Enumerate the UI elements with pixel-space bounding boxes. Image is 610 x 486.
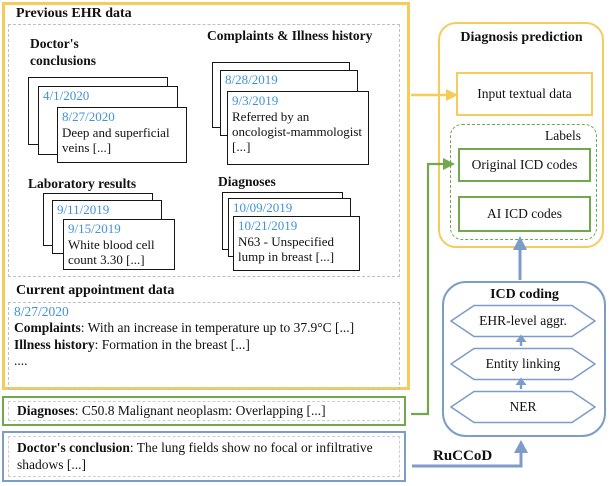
diagnosis-prediction-title: Diagnosis prediction: [460, 30, 583, 45]
diagnoses-label: Diagnoses: [17, 402, 75, 418]
current-appointment-dashed-box: [8, 302, 400, 390]
stack-diagnoses-heading: Diagnoses: [218, 174, 276, 189]
step-label: Entity linking: [485, 356, 561, 371]
card-text: N63 - Unspecified lump in breast [...]: [238, 233, 335, 265]
current-appointment-title: Current appointment data: [16, 283, 175, 298]
card-date: 8/28/2019: [225, 72, 278, 87]
previous-ehr-title: Previous EHR data: [16, 6, 132, 21]
input-textual-data-box: Input textual data: [456, 72, 593, 116]
original-icd-codes-box: Original ICD codes: [458, 148, 591, 182]
conclusion-label: Doctor's conclusion: [17, 439, 130, 455]
ai-icd-codes-box: AI ICD codes: [458, 196, 591, 232]
card-front: 10/21/2019 N63 - Unspecified lump in bre…: [233, 216, 360, 271]
illness-line: Illness history: Formation in the breast…: [14, 337, 396, 353]
card-text: White blood cell count 3.30 [...]: [68, 236, 155, 268]
complaints-text: : With an increase in temperature up to …: [80, 320, 355, 336]
illness-text: : Formation in the breast [...]: [94, 336, 250, 352]
step-label: NER: [509, 399, 537, 414]
card-date: 10/09/2019: [233, 200, 293, 215]
illness-label: Illness history: [14, 336, 95, 352]
previous-ehr-dashed-box: [8, 24, 400, 277]
ruccod-dataset-label: RuCCoD: [433, 448, 493, 464]
conclusion-text: : The lung fields show no focal or infil…: [17, 439, 373, 472]
labels-caption: Labels: [545, 128, 581, 143]
ellipsis-line: ....: [14, 353, 28, 369]
diagnoses-row-inner: Diagnoses: C50.8 Malignant neoplasm: Ove…: [8, 401, 400, 421]
doctors-conclusion-row-inner: Doctor's conclusion: The lung fields sho…: [8, 436, 400, 477]
step-ner: NER: [450, 390, 596, 424]
conclusion-line: Doctor's conclusion: The lung fields sho…: [17, 440, 391, 474]
card-date: 4/1/2020: [43, 88, 90, 103]
card-text: Deep and superficial veins [...]: [62, 124, 170, 156]
diagnoses-line: Diagnoses: C50.8 Malignant neoplasm: Ove…: [17, 403, 391, 420]
step-label: EHR-level aggr.: [479, 313, 567, 328]
diagnoses-row: Diagnoses: C50.8 Malignant neoplasm: Ove…: [2, 396, 406, 426]
card-date: 9/11/2019: [57, 202, 110, 217]
previous-ehr-container: [2, 2, 410, 390]
card-front: 8/27/2020 Deep and superficial veins [..…: [57, 107, 187, 163]
card-text: Referred by an oncologist-mammologist [.…: [232, 108, 362, 155]
stack-doctors-conclusions-heading: Doctor's conclusions: [30, 36, 97, 68]
doctors-conclusion-row: Doctor's conclusion: The lung fields sho…: [2, 431, 406, 482]
card-date: 9/15/2019: [68, 221, 121, 236]
current-appointment-content: 8/27/2020 Complaints: With an increase i…: [14, 304, 396, 370]
card-front: 9/3/2019 Referred by an oncologist-mammo…: [227, 91, 369, 165]
stack-laboratory-heading: Laboratory results: [28, 176, 137, 191]
hexagon-shape: [450, 390, 596, 424]
diagnoses-text: : C50.8 Malignant neoplasm: Overlapping …: [74, 402, 326, 418]
complaints-label: Complaints: [14, 320, 81, 336]
card-date: 9/3/2019: [232, 93, 279, 108]
hexagon-shape: [450, 304, 596, 338]
card-date: 8/27/2020: [62, 109, 115, 124]
card-front: 9/15/2019 White blood cell count 3.30 [.…: [63, 219, 175, 270]
icd-coding-title: ICD coding: [490, 287, 559, 302]
step-entity-linking: Entity linking: [450, 347, 596, 381]
hexagon-shape: [450, 347, 596, 381]
complaints-line: Complaints: With an increase in temperat…: [14, 320, 396, 336]
card-date: 10/21/2019: [238, 218, 298, 233]
step-ehr-level-aggregation: EHR-level aggr.: [450, 304, 596, 338]
stack-complaints-heading: Complaints & Illness history: [207, 28, 373, 43]
appointment-date: 8/27/2020: [14, 304, 69, 319]
